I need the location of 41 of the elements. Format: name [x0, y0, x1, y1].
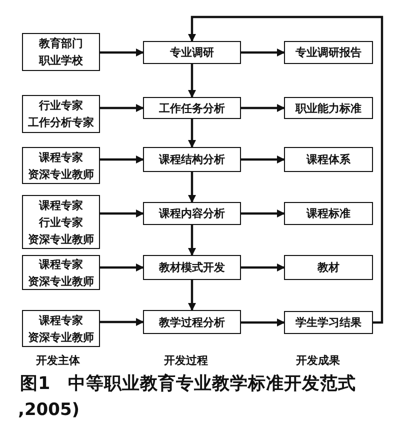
column-heading: 开发成果: [296, 353, 340, 368]
column-heading: 开发主体: [36, 353, 80, 368]
arrow: [241, 156, 285, 164]
result-box: 课程体系: [284, 147, 373, 172]
arrow: [241, 104, 285, 112]
actor-box: 课程专家 行业专家 资深专业教师: [22, 195, 100, 249]
arrow: [100, 156, 144, 164]
arrow: [188, 280, 196, 311]
actor-box: 教育部门 职业学校: [22, 33, 100, 71]
arrow: [241, 318, 285, 326]
arrow: [188, 16, 384, 324]
process-box: 工作任务分析: [143, 97, 241, 119]
actor-box: 行业专家 工作分析专家: [22, 95, 100, 133]
arrow: [100, 264, 144, 272]
arrow: [241, 210, 285, 218]
actor-box: 课程专家 资深专业教师: [22, 310, 100, 347]
process-box: 专业调研: [143, 41, 241, 64]
arrow: [100, 48, 144, 56]
actor-box: 课程专家 资深专业教师: [22, 255, 100, 290]
result-box: 专业调研报告: [284, 41, 373, 64]
process-box: 教学过程分析: [143, 310, 241, 334]
actor-box: 课程专家 资深专业教师: [22, 147, 100, 184]
arrow: [188, 119, 196, 148]
arrow: [241, 264, 285, 272]
result-box: 职业能力标准: [284, 97, 373, 119]
arrow: [100, 210, 144, 218]
result-box: 学生学习结果: [284, 311, 373, 334]
process-box: 课程结构分析: [143, 147, 241, 172]
arrow: [188, 64, 196, 98]
arrow: [241, 48, 285, 56]
arrow: [188, 225, 196, 256]
column-heading: 开发过程: [164, 353, 208, 368]
process-box: 课程内容分析: [143, 202, 241, 225]
citation-text: ,2005): [18, 400, 80, 420]
figure-caption: 图1 中等职业教育专业教学标准开发范式: [20, 372, 356, 395]
result-box: 课程标准: [284, 202, 373, 225]
result-box: 教材: [284, 255, 373, 280]
arrow: [188, 172, 196, 203]
arrow: [100, 318, 144, 326]
process-box: 教材模式开发: [143, 255, 241, 280]
arrow: [100, 104, 144, 112]
